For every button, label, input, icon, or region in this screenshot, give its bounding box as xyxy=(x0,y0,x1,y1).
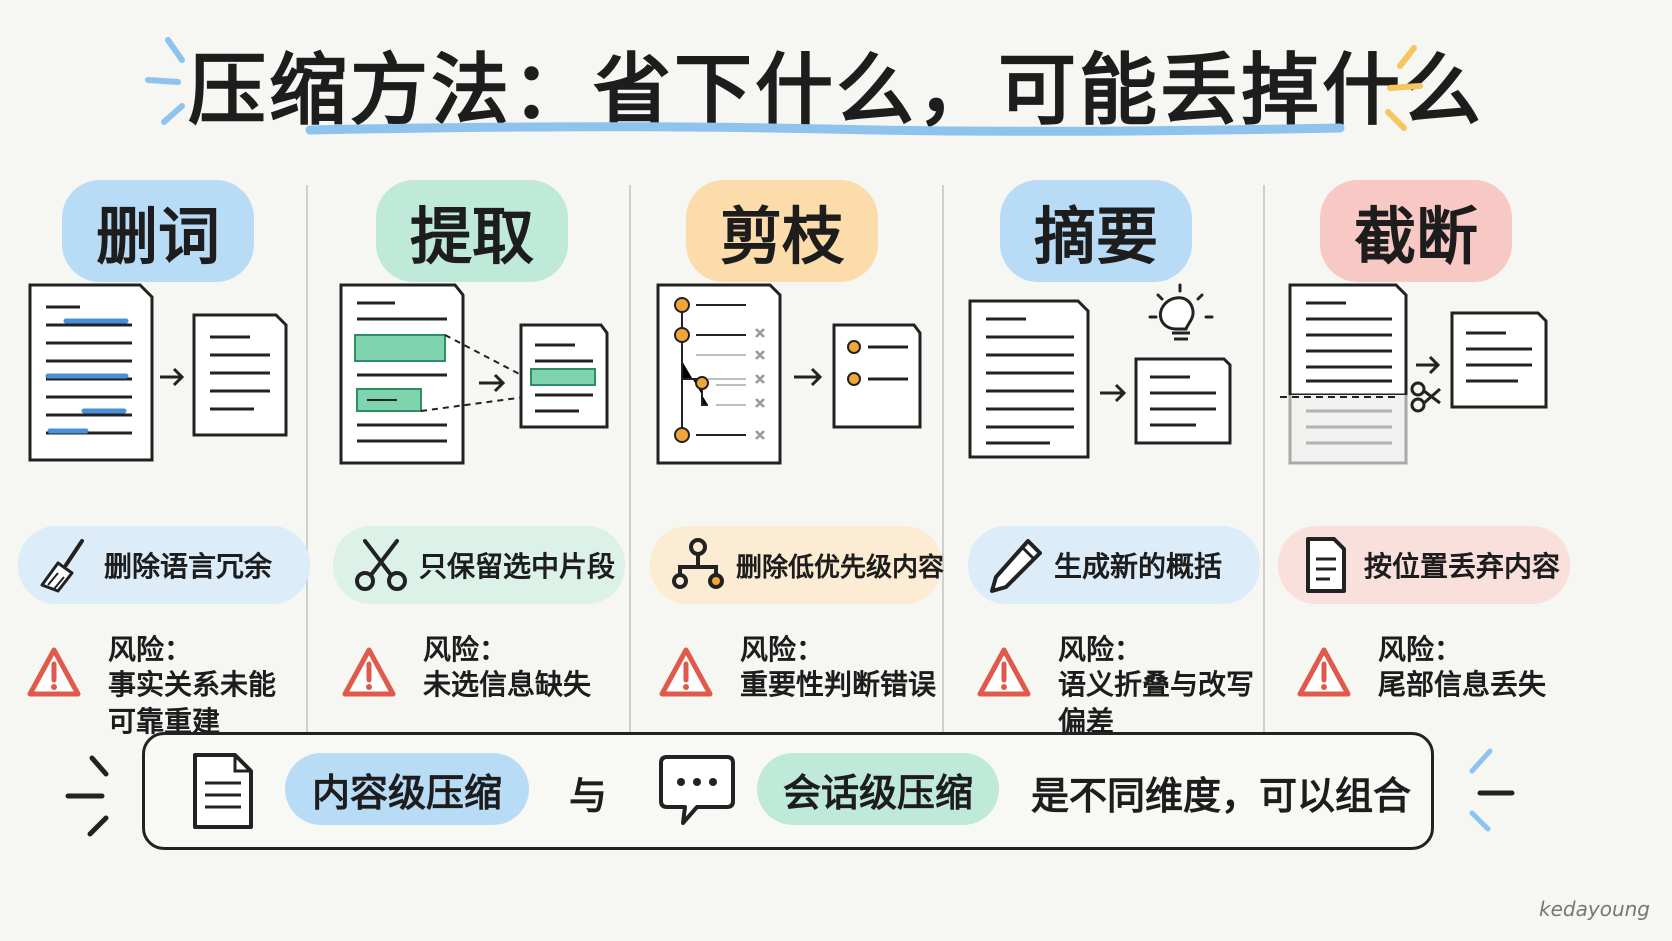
document-icon xyxy=(193,753,253,829)
method-text: 删除低优先级内容 xyxy=(736,552,945,583)
risk-text: 未选信息缺失 xyxy=(423,668,592,701)
method-text: 只保留选中片段 xyxy=(419,550,616,583)
connector-text: 与 xyxy=(569,774,608,818)
risk-text: 尾部信息丢失 xyxy=(1378,668,1547,701)
risk-text: 重要性判断错误 xyxy=(740,668,937,701)
column-divider xyxy=(1263,185,1265,750)
truncate-illustration xyxy=(1280,283,1548,465)
risk-label: 风险： xyxy=(1378,633,1463,666)
document-icon xyxy=(1306,537,1346,593)
session-level-pill: 会话级压缩 xyxy=(757,753,999,825)
summarize-illustration xyxy=(968,283,1232,459)
risk-label: 风险： xyxy=(1058,633,1143,666)
sparkle-bottom-right-icon xyxy=(1469,748,1515,832)
watermark: kedayoung xyxy=(1539,897,1650,921)
method-title: 删词 xyxy=(61,180,255,282)
risk-text: 语义折叠与改写偏差 xyxy=(1058,668,1255,738)
page-title: 压缩方法：省下什么，可能丢掉什么 xyxy=(187,46,1484,136)
extract-illustration xyxy=(339,283,609,465)
method-pill: 只保留选中片段 xyxy=(333,526,625,604)
column-prune: 剪枝 删除低优先级内容 xyxy=(632,170,964,750)
broom-icon xyxy=(40,539,84,593)
warning-icon xyxy=(1297,647,1351,697)
delete-words-illustration xyxy=(28,283,288,462)
pencil-icon xyxy=(990,539,1042,593)
scissors-icon xyxy=(1410,381,1441,413)
warning-icon xyxy=(342,647,396,697)
sparkle-right-icon xyxy=(1385,45,1423,131)
column-divider xyxy=(629,185,631,750)
method-pill: 生成新的概括 xyxy=(968,526,1260,604)
content-level-pill: 内容级压缩 xyxy=(285,753,529,825)
method-text: 按位置丢弃内容 xyxy=(1364,550,1561,583)
method-title: 剪枝 xyxy=(685,180,879,282)
method-title: 摘要 xyxy=(999,180,1193,282)
warning-icon xyxy=(27,647,81,697)
method-pill: 删除低优先级内容 xyxy=(650,526,945,604)
risk-label: 风险： xyxy=(108,633,193,666)
column-summarize: 摘要 生成新的概括 风险： xyxy=(950,170,1282,750)
method-title: 截断 xyxy=(1319,180,1513,282)
column-divider xyxy=(306,185,308,750)
method-pill: 按位置丢弃内容 xyxy=(1278,526,1570,604)
chat-bubble-icon xyxy=(659,755,735,825)
risk-label: 风险： xyxy=(423,633,508,666)
method-text: 生成新的概括 xyxy=(1054,550,1223,583)
title-underline xyxy=(305,122,1345,136)
risk-text: 事实关系未能可靠重建 xyxy=(108,668,277,738)
column-divider xyxy=(942,185,944,750)
method-pill: 删除语言冗余 xyxy=(18,526,310,604)
risk-label: 风险： xyxy=(740,633,825,666)
tree-icon xyxy=(672,538,724,589)
lightbulb-icon xyxy=(1148,283,1214,341)
conclusion-text: 是不同维度，可以组合 xyxy=(1031,774,1412,818)
summary-box: 内容级压缩 与 会话级压缩 是不同维度，可以组合 xyxy=(142,732,1434,850)
sparkle-bottom-left-icon xyxy=(65,755,109,837)
sparkle-left-icon xyxy=(145,37,185,125)
warning-icon xyxy=(977,647,1031,697)
scissors-icon xyxy=(355,539,407,591)
column-delete-words: 删词 删除语言冗余 xyxy=(0,170,332,750)
method-title: 提取 xyxy=(375,180,569,282)
column-extract: 提取 只保留选中片段 风险： 未 xyxy=(315,170,647,750)
method-text: 删除语言冗余 xyxy=(104,550,273,583)
warning-icon xyxy=(659,647,713,697)
column-truncate: 截断 按位置丢弃内容 xyxy=(1270,170,1602,750)
prune-illustration xyxy=(656,283,922,465)
